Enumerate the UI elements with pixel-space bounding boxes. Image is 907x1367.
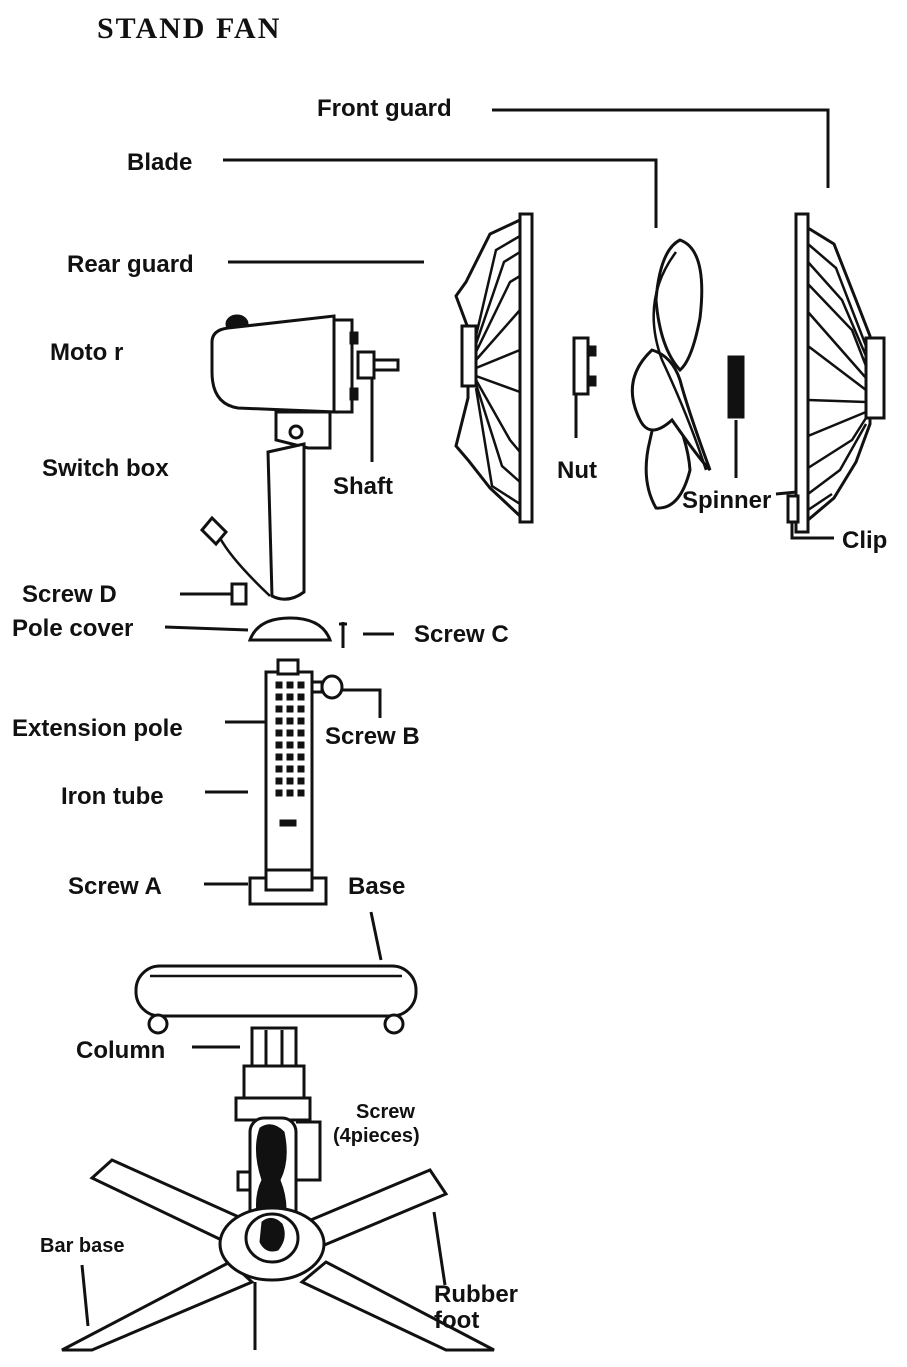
pole-cover-leader — [164, 625, 249, 632]
motor-flange — [332, 318, 354, 414]
power-cord — [218, 537, 271, 597]
base-cap-body — [134, 964, 418, 1018]
label-rubber-foot-line1: Rubber — [434, 1281, 518, 1308]
label-motor: Moto r — [50, 339, 123, 366]
nut-tab-2 — [587, 375, 597, 387]
iron-tube — [264, 670, 314, 884]
label-clip: Clip — [842, 527, 887, 554]
leader-lines — [80, 108, 834, 1327]
clip-leader — [790, 522, 834, 540]
spinner — [727, 355, 745, 419]
base-leader — [369, 911, 383, 961]
label-iron-tube: Iron tube — [61, 783, 164, 810]
label-screw-c: Screw C — [414, 621, 509, 648]
rubber-foot-leader — [432, 1211, 447, 1286]
label-screw-a: Screw A — [68, 873, 162, 900]
blade-upper — [654, 238, 704, 373]
extension-pole — [248, 658, 344, 906]
label-screw-d: Screw D — [22, 581, 117, 608]
spinner-leader-2 — [775, 490, 798, 496]
label-screw-4pieces-line1: Screw — [356, 1101, 415, 1123]
base-cap-wheel-1 — [147, 1013, 169, 1035]
pole-top-cap — [276, 658, 300, 676]
label-front-guard: Front guard — [317, 95, 452, 122]
nut — [572, 336, 597, 396]
label-column: Column — [76, 1037, 165, 1064]
bar-base-leader — [80, 1264, 90, 1327]
pole-foot — [264, 868, 314, 892]
power-plug — [199, 515, 229, 547]
label-spinner: Spinner — [682, 487, 771, 514]
switch-box — [266, 442, 306, 601]
label-switch-box: Switch box — [42, 455, 169, 482]
nut-body — [572, 336, 590, 396]
label-screw-b: Screw B — [325, 723, 420, 750]
bar-base-arm-front-left — [61, 1260, 255, 1352]
label-screw-4pieces-line2: (4pieces) — [333, 1125, 420, 1147]
label-rear-guard: Rear guard — [67, 251, 194, 278]
clip — [786, 494, 800, 524]
blade — [630, 238, 712, 510]
motor-bolt-1 — [349, 331, 359, 345]
screw-b — [320, 674, 344, 700]
yoke-pivot — [288, 424, 304, 440]
label-shaft: Shaft — [333, 473, 393, 500]
screw-b-leader — [340, 688, 382, 718]
shaft-collar — [356, 350, 376, 380]
pole-cover — [247, 616, 333, 642]
pole-holes — [275, 681, 305, 827]
blade-leader — [223, 158, 658, 228]
front-guard — [786, 212, 886, 534]
front-guard-badge — [864, 336, 886, 420]
bar-base-arm-front-right — [299, 1260, 495, 1352]
bar-base — [61, 1158, 495, 1352]
column-top — [250, 1026, 298, 1072]
label-base: Base — [348, 873, 405, 900]
labels: Front guard Blade Rear guard Moto r Swit… — [12, 95, 887, 1334]
base-cap-wheel-2 — [383, 1013, 405, 1035]
motor-bolt-2 — [349, 387, 359, 401]
column-side-screw — [236, 1170, 252, 1192]
front-guard-rim — [794, 212, 810, 534]
shaft-rod — [372, 358, 400, 372]
nut-tab-1 — [587, 345, 597, 357]
front-guard-ribs — [807, 243, 868, 512]
blade-center — [630, 348, 712, 472]
bar-base-arm-back-right — [303, 1168, 449, 1248]
label-nut: Nut — [557, 457, 597, 484]
screw-c — [339, 622, 347, 648]
rear-guard-ribs — [474, 234, 521, 506]
diagram-title: STAND FAN — [97, 12, 281, 45]
label-bar-base: Bar base — [40, 1235, 125, 1257]
base-cap — [134, 964, 418, 1035]
rear-guard-hub — [460, 324, 478, 388]
screw-bracket — [296, 1120, 322, 1182]
label-rubber-foot-line2: foot — [434, 1307, 479, 1334]
label-extension-pole: Extension pole — [12, 715, 183, 742]
label-pole-cover: Pole cover — [12, 615, 133, 642]
motor-body — [210, 314, 338, 414]
rear-guard — [454, 212, 534, 524]
motor-assembly — [199, 314, 400, 606]
label-blade: Blade — [127, 149, 192, 176]
front-guard-leader — [492, 108, 830, 188]
screw-d — [230, 582, 248, 606]
blade-edge — [652, 251, 708, 471]
column-collar — [242, 1064, 306, 1102]
bar-base-socket-thread — [259, 1218, 285, 1252]
rear-guard-rim — [518, 212, 534, 524]
